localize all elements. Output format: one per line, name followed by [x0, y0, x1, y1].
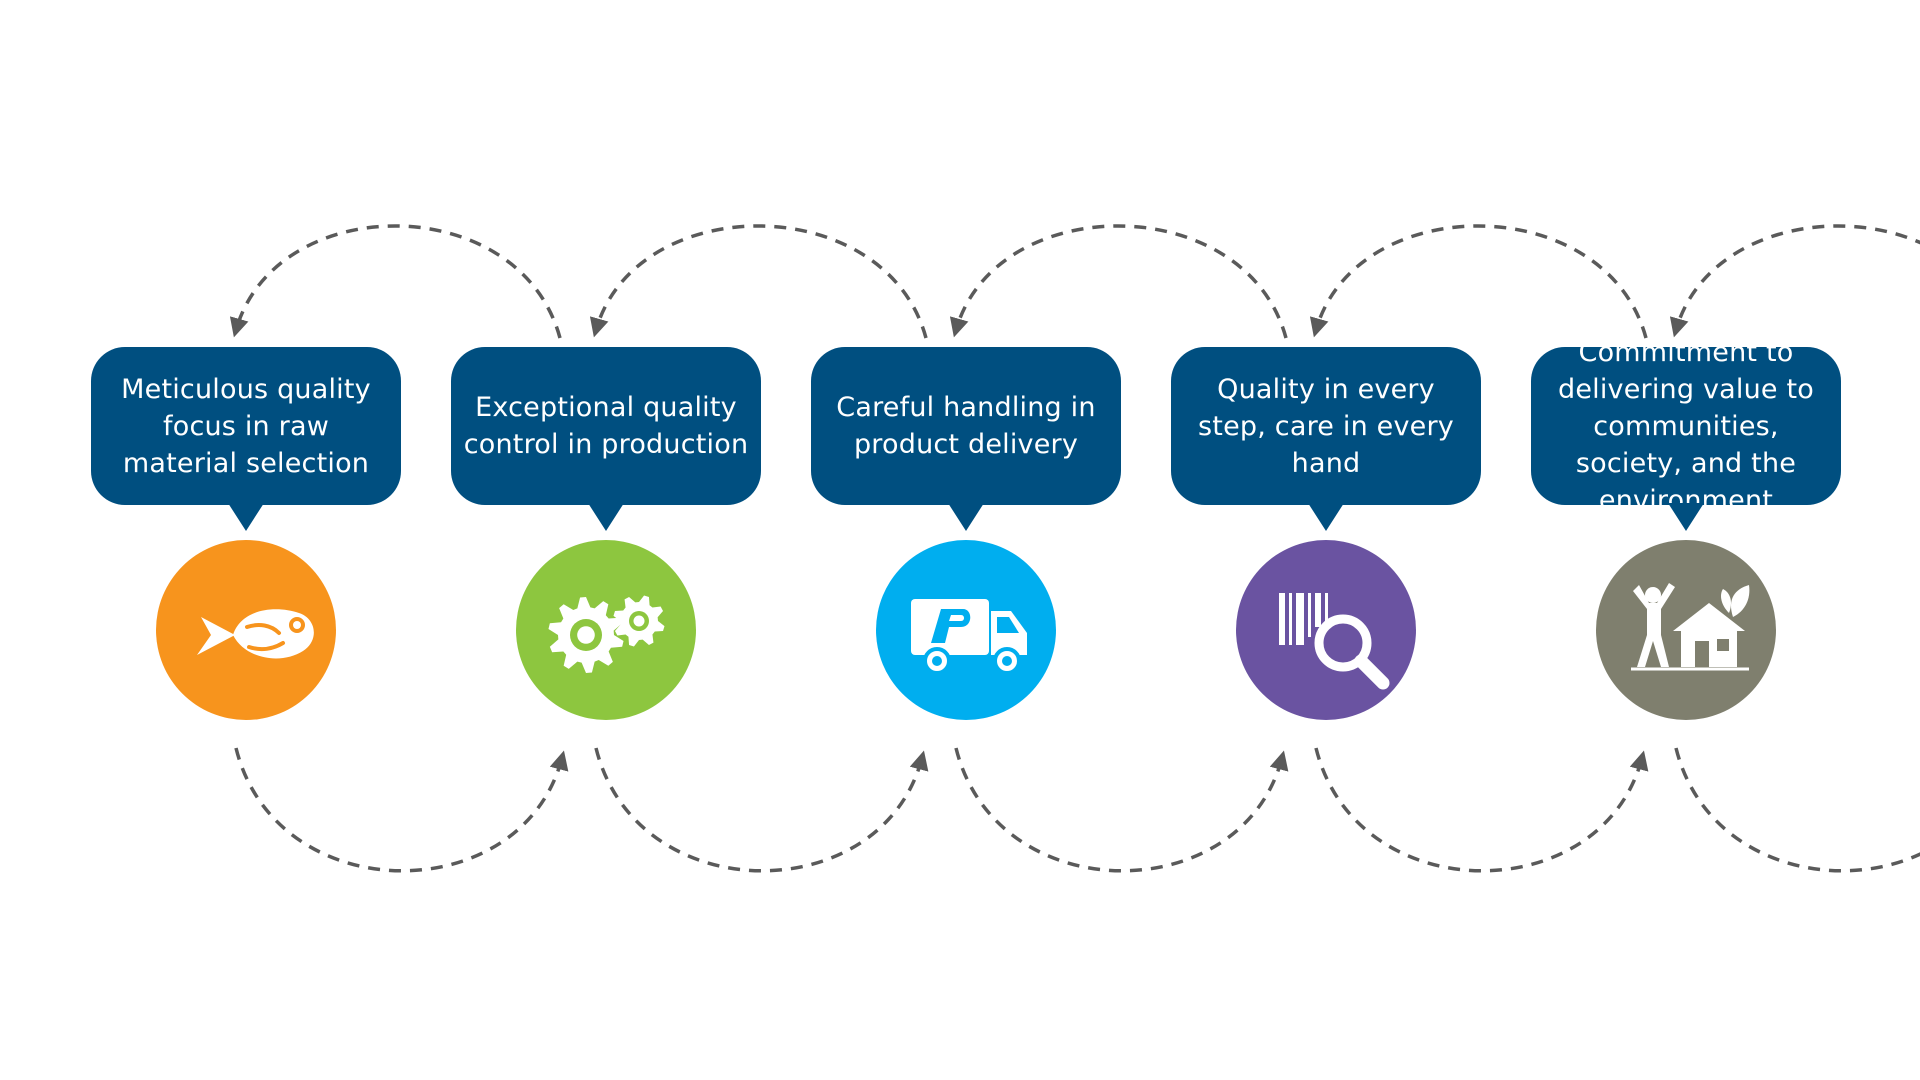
top-return-arrow [589, 224, 928, 339]
bottom-forward-arrow [1674, 747, 1920, 873]
step-2-callout: Exceptional quality control in productio… [451, 347, 761, 505]
step-4-circle [1236, 540, 1416, 720]
step-5-label: Commitment to delivering value to commun… [1557, 336, 1814, 516]
step-4-label: Quality in every step, care in every han… [1198, 373, 1454, 479]
person-house-leaf-icon [1631, 583, 1750, 671]
top-return-arrow [1669, 224, 1920, 338]
step-5-circle [1596, 540, 1776, 720]
bottom-forward-arrow [594, 747, 929, 873]
gears-icon [548, 595, 665, 673]
fish-icon [197, 609, 314, 659]
bottom-forward-arrow [1314, 747, 1649, 873]
step-1-circle [156, 540, 336, 720]
barcode-magnifier-icon [1279, 593, 1390, 690]
top-return-arrow [229, 224, 562, 339]
top-return-arrow [1309, 224, 1648, 339]
step-1-label: Meticulous quality focus in raw material… [121, 373, 371, 479]
bottom-forward-arrow [954, 747, 1289, 873]
step-3-label: Careful handling in product delivery [836, 392, 1096, 460]
step-2-circle [516, 540, 696, 720]
step-4-callout: Quality in every step, care in every han… [1171, 347, 1481, 505]
bottom-forward-arrow [234, 747, 569, 873]
step-3-callout: Careful handling in product delivery [811, 347, 1121, 505]
step-2-label: Exceptional quality control in productio… [463, 392, 749, 460]
step-5-callout: Commitment to delivering value to commun… [1531, 337, 1841, 516]
step-3-circle [876, 540, 1056, 720]
top-return-arrow [949, 224, 1288, 339]
delivery-truck-icon [911, 599, 1027, 675]
step-1-callout: Meticulous quality focus in raw material… [91, 347, 401, 505]
